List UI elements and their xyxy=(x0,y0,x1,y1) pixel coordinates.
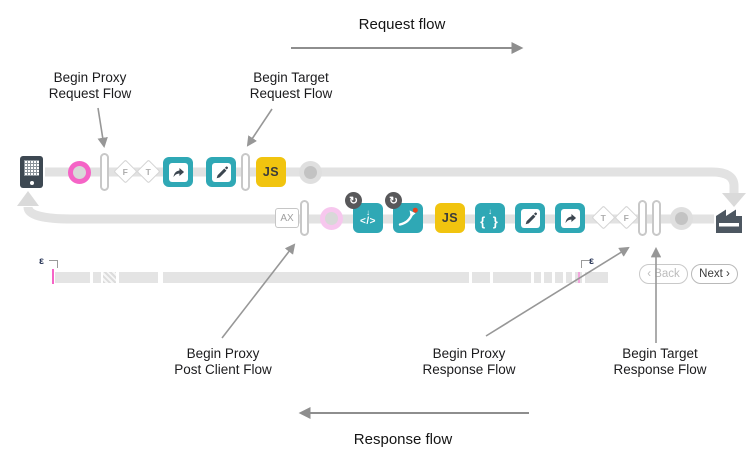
request-start-ring[interactable] xyxy=(68,161,91,184)
label-begin-proxy-response-flow: Begin Proxy Response Flow xyxy=(422,346,516,377)
response-pipe-arrowhead-icon xyxy=(17,191,39,206)
begin-target-response-flow-marker[interactable] xyxy=(652,200,661,236)
arrow-begin-proxy-post-client-icon xyxy=(221,243,296,339)
timeline-segment[interactable] xyxy=(566,272,572,283)
braces-policy-icon[interactable]: ↓ { } xyxy=(475,203,505,233)
timeline-start-tick xyxy=(52,269,54,284)
response-start-ring[interactable] xyxy=(320,207,343,230)
timeline-segment[interactable] xyxy=(544,272,552,283)
timeline-segment[interactable] xyxy=(119,272,158,283)
timeline-segment[interactable] xyxy=(493,272,531,283)
arrow-begin-target-request-icon xyxy=(246,108,273,147)
request-flow-label: Request flow xyxy=(358,16,446,33)
timeline-bar[interactable] xyxy=(54,272,608,283)
label-begin-proxy-request-flow: Begin Proxy Request Flow xyxy=(48,70,132,101)
js-policy-icon[interactable]: JS xyxy=(256,157,286,187)
forward-policy-icon[interactable] xyxy=(163,157,193,187)
begin-proxy-response-flow-marker[interactable] xyxy=(638,200,647,236)
timeline-segment[interactable] xyxy=(472,272,490,283)
smartphone-home-button xyxy=(29,181,34,185)
policy-page xyxy=(211,162,231,182)
share-arrow-icon xyxy=(172,167,184,177)
forward-policy-icon[interactable] xyxy=(555,203,585,233)
policy-page xyxy=(520,208,540,228)
factory-target-server-icon[interactable] xyxy=(713,203,745,242)
policy-page xyxy=(168,162,188,182)
condition-false-diamond[interactable]: F xyxy=(614,205,639,230)
curved-arrow-red-dot-icon xyxy=(398,207,418,226)
next-button[interactable]: Next › xyxy=(691,264,738,284)
epsilon-right-label: ε xyxy=(589,255,594,267)
request-end-circle[interactable] xyxy=(299,161,322,184)
js-policy-icon[interactable]: JS xyxy=(435,203,465,233)
timeline-segment[interactable] xyxy=(585,272,608,283)
timeline-end-tick xyxy=(578,272,580,283)
down-arrow-icon: ↓ xyxy=(366,208,370,217)
timeline-segment[interactable] xyxy=(534,272,541,283)
arrow-begin-proxy-request-icon xyxy=(97,107,108,149)
arrow-begin-proxy-response-icon xyxy=(485,246,630,337)
analytics-step[interactable]: AX xyxy=(275,208,299,228)
epsilon-left-bracket xyxy=(49,260,58,268)
smartphone-client-icon[interactable] xyxy=(20,156,43,188)
pencil-icon xyxy=(525,211,537,224)
timeline-segment[interactable] xyxy=(55,272,90,283)
timeline-segment-hatched[interactable] xyxy=(103,272,116,283)
label-begin-target-request-flow: Begin Target Request Flow xyxy=(249,70,333,101)
pencil-icon xyxy=(216,165,228,178)
response-end-circle[interactable] xyxy=(670,207,693,230)
label-begin-target-response-flow: Begin Target Response Flow xyxy=(613,346,707,377)
back-button[interactable]: ‹ Back xyxy=(639,264,688,284)
timeline-segment[interactable] xyxy=(555,272,563,283)
condition-true-diamond[interactable]: T xyxy=(591,205,616,230)
smartphone-screen xyxy=(24,160,39,176)
edit-policy-icon[interactable] xyxy=(515,203,545,233)
braces-policy-glyphs: ↓ { } xyxy=(480,207,500,229)
condition-false-diamond[interactable]: F xyxy=(113,159,138,184)
share-arrow-icon xyxy=(564,213,576,223)
iteration-refresh-badge-icon: ↻ xyxy=(385,192,402,209)
factory-glyph xyxy=(716,209,742,233)
timeline-segment[interactable] xyxy=(93,272,101,283)
response-flow-label: Response flow xyxy=(353,431,453,448)
epsilon-left-label: ε xyxy=(39,255,44,267)
begin-target-request-flow-marker[interactable] xyxy=(241,153,250,191)
condition-true-diamond[interactable]: T xyxy=(136,159,161,184)
begin-proxy-request-flow-marker[interactable] xyxy=(100,153,109,191)
iteration-refresh-badge-icon: ↻ xyxy=(345,192,362,209)
timeline-segment[interactable] xyxy=(163,272,469,283)
policy-page xyxy=(560,208,580,228)
begin-proxy-post-client-flow-marker[interactable] xyxy=(300,200,309,236)
code-policy-glyphs: ↓ </> xyxy=(360,208,376,228)
label-begin-proxy-post-client-flow: Begin Proxy Post Client Flow xyxy=(174,346,272,377)
edit-policy-icon[interactable] xyxy=(206,157,236,187)
